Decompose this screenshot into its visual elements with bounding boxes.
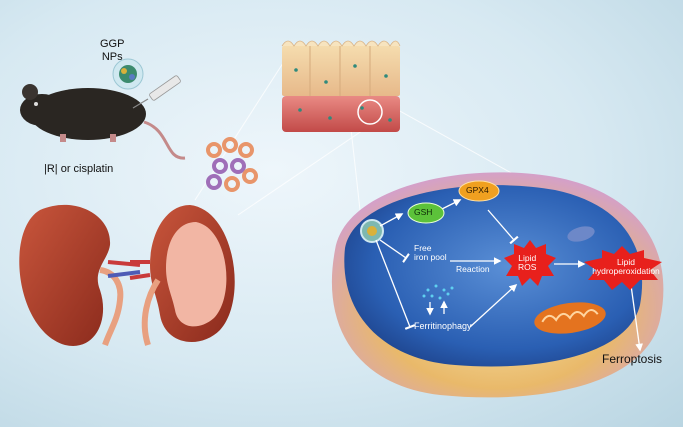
ggp-label-line2: NPs <box>101 50 123 63</box>
cell-illustration <box>331 172 664 398</box>
syringe-icon <box>132 75 181 109</box>
tissue-section <box>281 40 401 132</box>
lipid-ros-label: Lipid ROS <box>518 253 537 273</box>
gsh-label: GSH <box>414 207 433 217</box>
kidney-whole <box>19 204 141 346</box>
kidney-section <box>129 205 235 346</box>
gsh-node <box>407 202 445 224</box>
lipid-hydro-line1: Lipid <box>617 257 635 267</box>
nanoparticle-ring-cluster <box>206 137 258 192</box>
treatment-label: |R| or cisplatin <box>44 163 114 175</box>
lipid-hydro-line2: hydroperoxidation <box>592 266 660 277</box>
reaction-label: Reaction <box>456 264 490 274</box>
lipid-ros-line1: Lipid <box>518 253 537 263</box>
ggp-nps-label: GGP NPs <box>100 38 124 63</box>
lipid-ros-burst <box>504 240 556 286</box>
ferroptosis-label: Ferroptosis <box>602 352 663 366</box>
mouse-illustration <box>20 84 186 160</box>
free-iron-line2: iron pool <box>414 252 447 263</box>
gpx4-label: GPX4 <box>466 185 489 195</box>
free-iron-line1: Free <box>414 243 432 253</box>
ggp-np-sphere <box>112 58 144 90</box>
lipid-hydroperoxidation-label: Lipid hydroperoxidation <box>588 257 664 277</box>
gpx4-node <box>458 180 500 202</box>
lipid-ros-line2: ROS <box>518 262 537 273</box>
free-iron-pool-label: Free iron pool <box>414 243 447 263</box>
ferritinophagy-label: Ferritinophagy <box>414 321 472 331</box>
ggp-label-line1: GGP <box>100 38 125 50</box>
pathway-arrows <box>375 199 644 352</box>
lipid-hydroperoxidation-burst <box>584 246 662 290</box>
